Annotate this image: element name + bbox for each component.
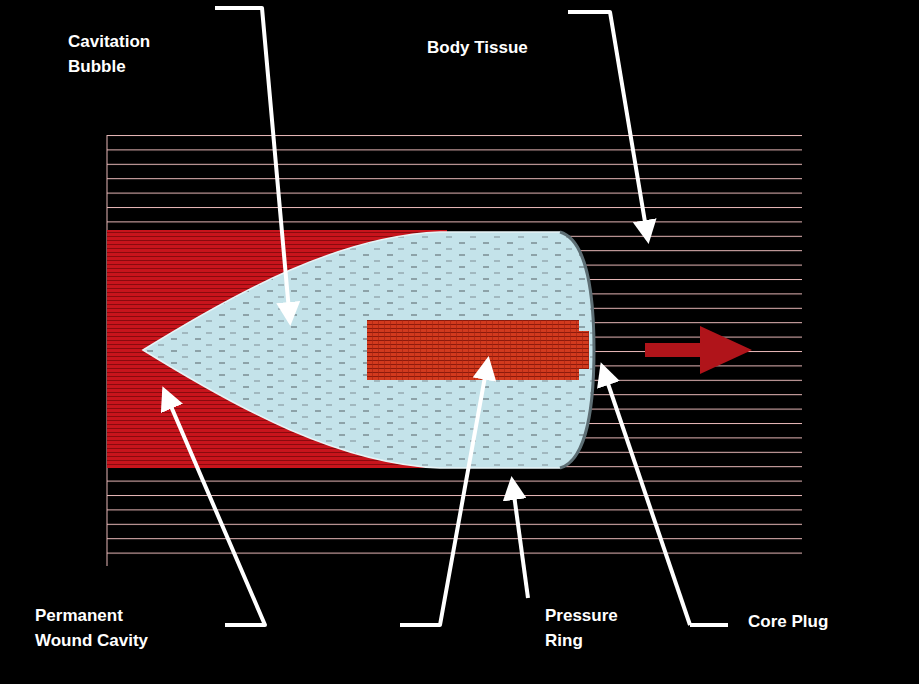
cavitation-bubble: [143, 232, 594, 468]
pressure-ring-label: Pressure Ring: [545, 604, 640, 653]
cavitation-label: Cavitation Bubble: [68, 30, 178, 79]
bullet: [367, 320, 579, 380]
leader-lines: [164, 8, 728, 625]
wound-cavity-label: Permanent Wound Cavity: [35, 604, 175, 653]
tissue-label: Body Tissue: [427, 36, 567, 61]
core-plug-label: Core Plug: [748, 610, 888, 635]
core-plug: [577, 331, 589, 369]
direction-arrow: [645, 326, 752, 374]
